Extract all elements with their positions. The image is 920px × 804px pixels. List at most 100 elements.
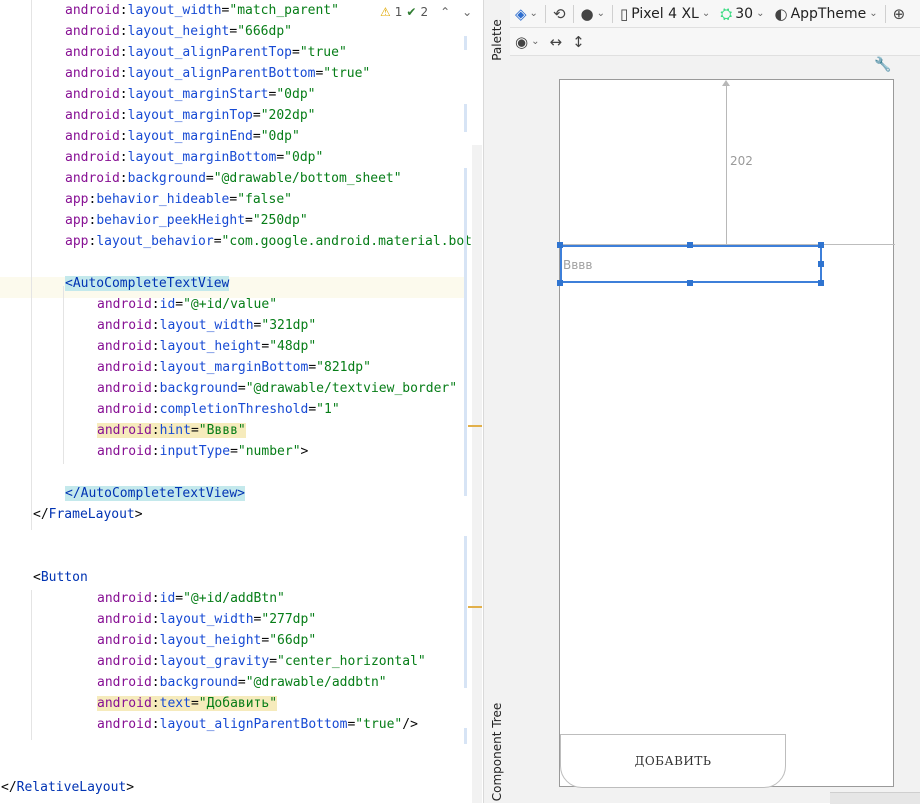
- check-icon: ✔: [406, 5, 417, 19]
- chevron-down-icon[interactable]: ⌄: [462, 5, 473, 19]
- code-token: android: [97, 717, 152, 732]
- view-options-button[interactable]: ◉ ⌄: [510, 28, 544, 55]
- code-token: >: [126, 780, 135, 795]
- add-button[interactable]: ДОБАВИТЬ: [560, 734, 786, 788]
- code-line[interactable]: app:behavior_hideable="false": [65, 189, 292, 210]
- code-token: "@+id/addBtn": [183, 591, 285, 606]
- code-token: background: [127, 171, 206, 186]
- code-line[interactable]: android:layout_alignParentBottom="true": [65, 63, 370, 84]
- code-line[interactable]: android:layout_marginBottom="0dp": [65, 147, 323, 168]
- code-token: id: [159, 591, 176, 606]
- code-token: =: [315, 66, 324, 81]
- code-line[interactable]: android:id="@+id/value": [97, 294, 277, 315]
- code-line[interactable]: app:behavior_peekHeight="250dp": [65, 210, 308, 231]
- warning-icon: ⚠: [380, 5, 391, 19]
- code-token: "0dp": [276, 87, 316, 102]
- code-line[interactable]: android:background="@drawable/textview_b…: [97, 378, 457, 399]
- autocomplete-text-view[interactable]: Вввв: [560, 245, 822, 283]
- code-token: =: [230, 444, 238, 459]
- code-token: :: [88, 192, 97, 207]
- code-line[interactable]: android:completionThreshold="1": [97, 399, 340, 420]
- resize-handle[interactable]: [818, 242, 824, 248]
- code-line[interactable]: android:layout_marginEnd="0dp": [65, 126, 300, 147]
- code-token: <AutoCompleteTextView: [65, 276, 230, 291]
- code-line[interactable]: </AutoCompleteTextView>: [65, 483, 246, 504]
- code-line[interactable]: </RelativeLayout>: [1, 777, 134, 798]
- code-token: =: [190, 423, 199, 438]
- expand-horizontal-button[interactable]: ↔: [544, 28, 567, 55]
- code-token: :: [151, 654, 160, 669]
- code-line[interactable]: android:layout_marginStart="0dp": [65, 84, 315, 105]
- warning-marker[interactable]: [468, 606, 482, 608]
- code-token: layout_marginBottom: [127, 150, 277, 165]
- code-line[interactable]: android:layout_height="666dp": [65, 21, 292, 42]
- night-mode-button[interactable]: ● ⌄: [576, 0, 610, 27]
- code-line[interactable]: <AutoCompleteTextView: [65, 273, 230, 294]
- code-token: android: [65, 150, 120, 165]
- code-token: layout_height: [127, 24, 230, 39]
- inspection-widget[interactable]: ⚠ 1 ✔ 2 ⌃ ⌄: [380, 2, 473, 22]
- chevron-up-icon[interactable]: ⌃: [440, 5, 451, 19]
- code-token: =: [237, 381, 246, 396]
- code-editor[interactable]: android:layout_width="match_parent"andro…: [0, 0, 483, 803]
- palette-tab[interactable]: Palette: [484, 4, 510, 76]
- vertical-scrollbar[interactable]: [472, 145, 482, 803]
- code-line[interactable]: android:layout_gravity="center_horizonta…: [97, 651, 426, 672]
- code-token: android: [97, 402, 152, 417]
- code-token: layout_alignParentTop: [127, 45, 292, 60]
- code-token: app: [65, 192, 89, 207]
- component-tree-tab[interactable]: Component Tree: [484, 700, 510, 803]
- code-line[interactable]: android:layout_height="48dp": [97, 336, 316, 357]
- code-token: background: [159, 381, 238, 396]
- code-line[interactable]: android:background="@drawable/addbtn": [97, 672, 387, 693]
- code-line[interactable]: android:layout_marginTop="202dp": [65, 105, 315, 126]
- code-token: :: [119, 150, 128, 165]
- code-line[interactable]: </FrameLayout>: [33, 504, 143, 525]
- code-token: :: [151, 360, 160, 375]
- code-token: "666dp": [237, 24, 292, 39]
- code-token: "0dp": [260, 129, 300, 144]
- code-line[interactable]: android:text="Добавить": [97, 693, 278, 714]
- resize-handle[interactable]: [557, 280, 563, 286]
- code-token: :: [151, 444, 160, 459]
- code-line[interactable]: android:layout_alignParentTop="true": [65, 42, 347, 63]
- warning-count: 1: [394, 5, 403, 19]
- code-line[interactable]: android:layout_alignParentBottom="true"/…: [97, 714, 418, 735]
- warning-marker[interactable]: [468, 425, 482, 427]
- layers-button[interactable]: ◈ ⌄: [510, 0, 543, 27]
- code-line[interactable]: app:layout_behavior="com.google.android.…: [65, 231, 472, 252]
- code-token: =: [175, 297, 184, 312]
- wrench-icon[interactable]: 🔧: [874, 57, 892, 73]
- code-line[interactable]: android:layout_height="66dp": [97, 630, 316, 651]
- code-line[interactable]: android:inputType="number">: [97, 441, 308, 462]
- code-token: :: [151, 423, 160, 438]
- code-line[interactable]: android:layout_width="match_parent": [65, 0, 339, 21]
- resize-handle[interactable]: [687, 280, 693, 286]
- locale-button[interactable]: ⊕: [888, 0, 911, 27]
- api-level-label: 30: [735, 5, 754, 22]
- code-token: :: [151, 297, 160, 312]
- orientation-button[interactable]: ⟲: [548, 0, 571, 27]
- code-token: Button: [40, 570, 88, 585]
- code-token: background: [159, 675, 238, 690]
- resize-handle[interactable]: [818, 261, 824, 267]
- resize-handle[interactable]: [687, 242, 693, 248]
- code-token: "321dp": [261, 318, 317, 333]
- expand-vertical-button[interactable]: ↕: [567, 28, 590, 55]
- resize-handle[interactable]: [557, 242, 563, 248]
- code-token: :: [119, 171, 128, 186]
- code-token: "66dp": [269, 633, 317, 648]
- api-level-selector[interactable]: ⛭ 30 ⌄: [715, 0, 769, 27]
- code-line[interactable]: android:hint="Вввв": [97, 420, 246, 441]
- code-token: android: [97, 675, 152, 690]
- code-line[interactable]: android:layout_width="277dp": [97, 609, 316, 630]
- code-line[interactable]: android:background="@drawable/bottom_she…: [65, 168, 402, 189]
- code-line[interactable]: android:id="@+id/addBtn": [97, 588, 285, 609]
- code-token: :: [151, 633, 160, 648]
- code-line[interactable]: android:layout_width="321dp": [97, 315, 316, 336]
- code-line[interactable]: android:layout_marginBottom="821dp": [97, 357, 371, 378]
- code-line[interactable]: <Button: [33, 567, 88, 588]
- device-selector[interactable]: ▯ Pixel 4 XL ⌄: [615, 0, 715, 27]
- theme-selector[interactable]: ◐ AppTheme ⌄: [769, 0, 882, 27]
- resize-handle[interactable]: [818, 280, 824, 286]
